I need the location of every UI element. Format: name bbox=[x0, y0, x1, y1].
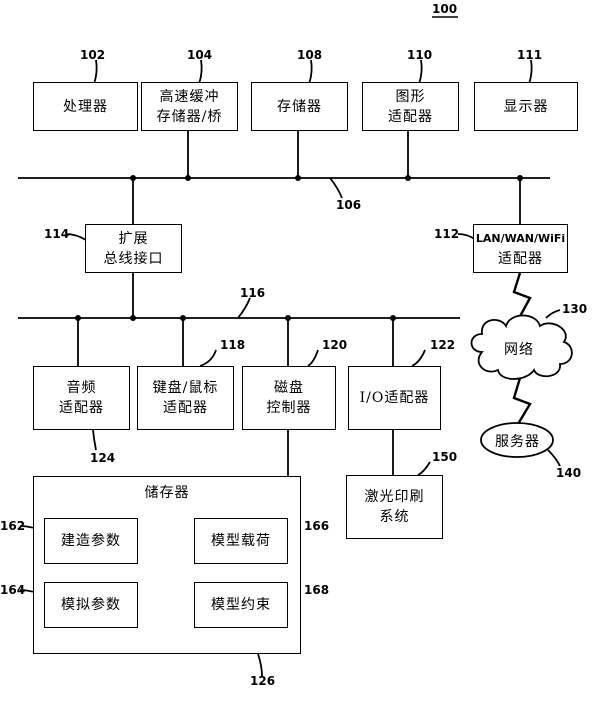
network-label: 网络 bbox=[504, 342, 534, 358]
io-adapter-ref: 122 bbox=[430, 338, 456, 352]
server-label: 服务器 bbox=[495, 434, 540, 450]
memory-box: 存储器 bbox=[251, 82, 348, 131]
lan-adapter-box: LAN/WAN/WiFi 适配器 bbox=[473, 224, 568, 273]
display-label: 显示器 bbox=[503, 98, 549, 115]
processor-ref: 102 bbox=[80, 48, 106, 62]
model-constraint-label: 模型约束 bbox=[211, 597, 271, 613]
graphics-ref: 110 bbox=[407, 48, 433, 62]
cache-box: 高速缓冲 存储器/桥 bbox=[141, 82, 238, 131]
io-bus-ref: 116 bbox=[240, 286, 266, 300]
memory-ref: 108 bbox=[297, 48, 323, 62]
display-box: 显示器 bbox=[474, 82, 578, 131]
printer-label-1: 激光印刷 bbox=[364, 489, 425, 505]
disk-ref: 120 bbox=[322, 338, 348, 352]
storage-ref: 126 bbox=[250, 674, 276, 688]
cache-ref: 104 bbox=[187, 48, 213, 62]
model-load-label: 模型载荷 bbox=[211, 533, 271, 549]
printer-ref: 150 bbox=[432, 450, 458, 464]
graphics-label-1: 图形 bbox=[395, 88, 426, 105]
audio-label-1: 音频 bbox=[66, 380, 97, 396]
model-constraint-box: 模型约束 bbox=[194, 582, 288, 628]
keyboard-label-1: 键盘/鼠标 bbox=[152, 380, 219, 396]
network-ref: 130 bbox=[562, 302, 588, 316]
disk-label-2: 控制器 bbox=[266, 400, 312, 416]
disk-label-1: 磁盘 bbox=[274, 380, 304, 396]
lan-label-2: 适配器 bbox=[498, 250, 543, 267]
sim-params-ref: 164 bbox=[0, 583, 26, 597]
lan-ref: 112 bbox=[434, 227, 460, 241]
disk-controller-box: 磁盘 控制器 bbox=[242, 366, 336, 430]
build-params-ref: 162 bbox=[0, 519, 26, 533]
server-ref: 140 bbox=[556, 466, 582, 480]
audio-ref: 124 bbox=[90, 451, 116, 465]
memory-label: 存储器 bbox=[277, 98, 322, 115]
graphics-box: 图形 适配器 bbox=[362, 82, 459, 131]
display-ref: 111 bbox=[517, 48, 543, 62]
build-params-label: 建造参数 bbox=[61, 533, 121, 549]
cache-label-2: 存储器/桥 bbox=[156, 108, 223, 125]
model-load-box: 模型载荷 bbox=[194, 518, 288, 564]
sim-params-label: 模拟参数 bbox=[61, 597, 121, 613]
laser-printer-box: 激光印刷 系统 bbox=[346, 475, 443, 539]
model-load-ref: 166 bbox=[304, 519, 330, 533]
processor-label: 处理器 bbox=[63, 98, 108, 115]
keyboard-ref: 118 bbox=[220, 338, 246, 352]
model-constraint-ref: 168 bbox=[304, 583, 330, 597]
processor-box: 处理器 bbox=[33, 82, 138, 131]
io-adapter-label: I/O适配器 bbox=[359, 390, 430, 406]
system-bus-ref: 106 bbox=[336, 198, 362, 212]
build-params-box: 建造参数 bbox=[44, 518, 138, 564]
keyboard-label-2: 适配器 bbox=[163, 400, 208, 416]
expansion-label-2: 总线接口 bbox=[103, 250, 164, 267]
expansion-label-1: 扩展 bbox=[118, 230, 149, 247]
network-cloud-shape bbox=[470, 314, 573, 380]
keyboard-mouse-adapter-box: 键盘/鼠标 适配器 bbox=[137, 366, 234, 430]
expansion-bus-interface-box: 扩展 总线接口 bbox=[85, 224, 182, 273]
lan-label-1: LAN/WAN/WiFi bbox=[475, 231, 566, 245]
io-adapter-box: I/O适配器 bbox=[348, 366, 441, 430]
storage-title: 储存器 bbox=[144, 485, 190, 501]
graphics-label-2: 适配器 bbox=[388, 108, 433, 125]
cache-label-1: 高速缓冲 bbox=[159, 88, 220, 105]
expansion-ref: 114 bbox=[44, 227, 70, 241]
audio-label-2: 适配器 bbox=[59, 400, 104, 416]
printer-label-2: 系统 bbox=[379, 509, 410, 525]
server-ellipse bbox=[480, 422, 554, 458]
figure-ref: 100 bbox=[432, 2, 458, 16]
audio-adapter-box: 音频 适配器 bbox=[33, 366, 130, 430]
sim-params-box: 模拟参数 bbox=[44, 582, 138, 628]
